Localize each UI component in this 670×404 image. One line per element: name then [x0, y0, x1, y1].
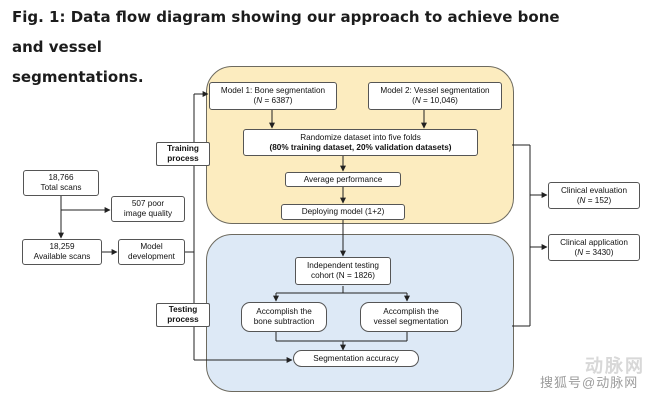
randomize-line-1: Randomize dataset into five folds [300, 132, 421, 142]
model1-title: Model 1: Bone segmentation [220, 86, 326, 95]
figure-title: Fig. 1: Data flow diagram showing our ap… [12, 2, 572, 92]
total-scans-box: 18,766 Total scans [23, 170, 99, 196]
poor-quality-box: 507 poor image quality [111, 196, 185, 222]
clinical-evaluation-title: Clinical evaluation [561, 185, 627, 195]
cohort-line-1: Independent testing [307, 261, 379, 270]
available-scans-label: Available scans [33, 252, 91, 261]
model1-bone-segmentation-box: Model 1: Bone segmentation (N = 6387) [209, 82, 337, 110]
independent-testing-cohort-box: Independent testing cohort (N = 1826) [295, 257, 391, 285]
poor-quality-label: image quality [123, 209, 173, 218]
model1-sample-size: (N = 6387) [253, 96, 293, 105]
total-scans-label: Total scans [40, 183, 82, 192]
model-development-line-2: development [128, 252, 175, 261]
vessel-segmentation-line-1: Accomplish the [383, 307, 439, 316]
vessel-segmentation-line-2: vessel segmentation [373, 317, 449, 326]
average-performance-box: Average performance [285, 172, 401, 187]
testing-process-label-line-2: process [167, 315, 199, 324]
model-development-line-1: Model [140, 242, 163, 251]
segmentation-accuracy-box: Segmentation accuracy [293, 350, 419, 367]
testing-process-label-line-1: Testing [168, 305, 198, 314]
training-process-label-line-1: Training [167, 144, 199, 153]
average-performance-label: Average performance [303, 174, 383, 184]
randomize-dataset-box: Randomize dataset into five folds (80% t… [243, 129, 478, 156]
clinical-application-title: Clinical application [560, 237, 628, 247]
watermark-text: 搜狐号@动脉网 [540, 375, 639, 390]
model2-vessel-segmentation-box: Model 2: Vessel segmentation (N = 10,046… [368, 82, 502, 110]
deploying-model-label: Deploying model (1+2) [301, 207, 385, 216]
training-process-label-line-2: process [167, 154, 199, 163]
poor-quality-count: 507 poor [131, 199, 165, 208]
bone-subtraction-box: Accomplish the bone subtraction [241, 302, 327, 332]
available-scans-count: 18,259 [49, 242, 75, 251]
clinical-evaluation-box: Clinical evaluation (N = 152) [548, 182, 640, 209]
segmentation-accuracy-label: Segmentation accuracy [313, 353, 399, 363]
clinical-application-box: Clinical application (N = 3430) [548, 234, 640, 261]
model2-title: Model 2: Vessel segmentation [380, 86, 490, 95]
clinical-evaluation-sample-size: (N = 152) [576, 195, 612, 205]
model-development-box: Model development [118, 239, 185, 265]
model2-sample-size: (N = 10,046) [412, 96, 458, 105]
randomize-line-2: (80% training dataset, 20% validation da… [269, 142, 452, 152]
available-scans-box: 18,259 Available scans [22, 239, 102, 265]
figure-title-line-1: Fig. 1: Data flow diagram showing our ap… [12, 8, 560, 56]
deploying-model-box: Deploying model (1+2) [281, 204, 405, 220]
bone-subtraction-line-2: bone subtraction [253, 317, 315, 326]
figure-title-line-2: segmentations. [12, 68, 144, 86]
vessel-segmentation-box: Accomplish the vessel segmentation [360, 302, 462, 332]
testing-process-label: Testing process [156, 303, 210, 327]
clinical-application-sample-size: (N = 3430) [574, 247, 614, 257]
watermark-logo: 动脉网 [585, 356, 645, 376]
bone-subtraction-line-1: Accomplish the [256, 307, 312, 316]
total-scans-count: 18,766 [48, 173, 74, 182]
cohort-line-2: cohort (N = 1826) [311, 271, 375, 280]
training-process-label: Training process [156, 142, 210, 166]
